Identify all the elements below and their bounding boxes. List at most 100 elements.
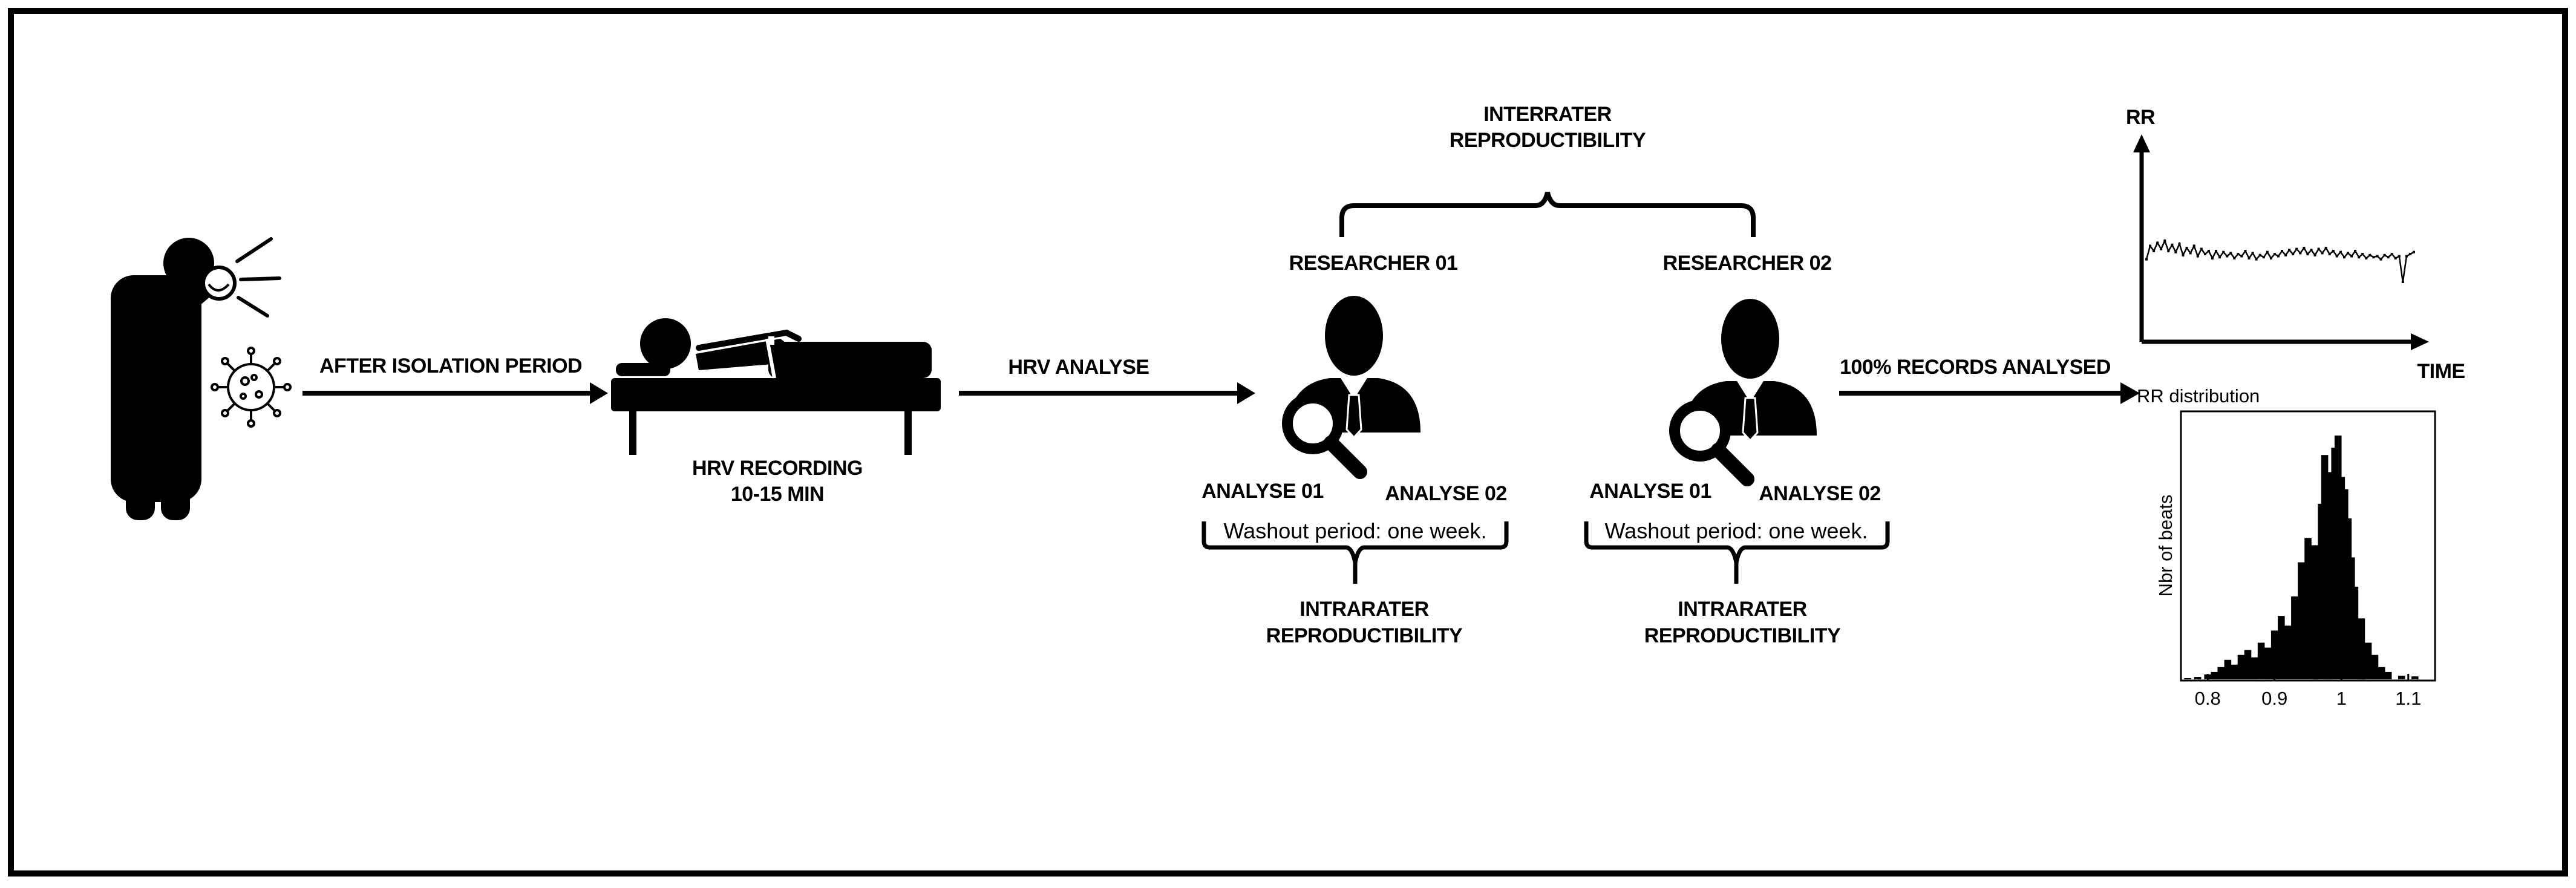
rr-data-point [2332, 250, 2335, 252]
rr-data-point [2229, 252, 2232, 255]
rr-data-point [2398, 255, 2401, 258]
histogram-bar [2211, 671, 2218, 679]
rr-data-point [2361, 253, 2364, 256]
label-r1-intrarater-reproductibility: REPRODUCTIBILITY [1266, 624, 1463, 647]
label-r2-washout: Washout period: one week. [1605, 518, 1868, 543]
rr-data-point [2299, 252, 2302, 255]
histogram-bar [2244, 650, 2252, 679]
rr-data-point [2273, 253, 2276, 256]
rr-data-point [2387, 256, 2390, 259]
rr-data-point [2255, 258, 2258, 261]
rr-data-point [2174, 250, 2177, 253]
sick-person-icon [111, 237, 281, 520]
rr-data-point [2182, 253, 2185, 256]
rr-x-axis-label: TIME [2417, 360, 2465, 383]
rr-data-point [2343, 256, 2346, 259]
magnifier-icon [1669, 400, 1754, 486]
rr-data-point [2284, 253, 2287, 256]
histogram-bar [2364, 642, 2372, 679]
rr-data-point [2266, 250, 2269, 253]
label-hrv-recording: HRV RECORDING [692, 457, 863, 480]
rr-data-point [2207, 250, 2210, 252]
patient-in-bed-icon [611, 318, 941, 455]
rr-data-point [2358, 256, 2361, 259]
rr-data-point [2405, 255, 2408, 258]
rr-y-axis-arrow [2133, 134, 2150, 152]
rr-data-point [2372, 256, 2375, 259]
histogram-bar [2284, 625, 2292, 679]
rr-data-point [2303, 246, 2306, 249]
arrow-to-results [1839, 382, 2140, 404]
rr-data-point [2203, 253, 2206, 256]
label-r1-washout: Washout period: one week. [1224, 518, 1487, 543]
rr-data-point [2218, 256, 2221, 259]
rr-data-point [2368, 253, 2372, 256]
label-r1-analyse-01: ANALYSE 01 [1201, 480, 1324, 503]
histogram-bar [2194, 677, 2202, 679]
rr-data-point [2171, 243, 2174, 246]
rr-data-point [2324, 246, 2327, 249]
histogram-bar [2384, 671, 2392, 679]
histogram-bar [2231, 664, 2238, 679]
outer-frame [8, 8, 2568, 877]
rr-data-point [2156, 241, 2159, 244]
rr-data-point [2379, 258, 2382, 261]
virus-icon [211, 347, 292, 428]
histogram-bar [2311, 545, 2318, 680]
rr-data-point [2281, 250, 2283, 252]
rr-data-point [2178, 243, 2181, 246]
rr-data-point [2192, 244, 2195, 247]
rr-data-point [2262, 256, 2265, 259]
rr-data-point [2313, 253, 2316, 256]
label-interrater-reproductibility: REPRODUCTIBILITY [1450, 129, 1646, 152]
histogram-bar [2184, 678, 2191, 679]
rr-data-point [2149, 244, 2152, 247]
rr-data-point [2196, 255, 2199, 258]
interrater-brace [1339, 191, 1756, 237]
label-hrv-analyse: HRV ANALYSE [1008, 356, 1149, 379]
histogram-bar [2264, 647, 2272, 679]
arrow-to-recording [302, 382, 608, 404]
rr-data-point [2350, 255, 2353, 258]
label-r1-analyse-02: ANALYSE 02 [1385, 482, 1507, 505]
rr-data-point [2376, 255, 2379, 258]
rr-data-point [2211, 256, 2214, 260]
label-r2-intrarater: INTRARATER [1678, 598, 1806, 621]
label-r1-intrarater: INTRARATER [1299, 598, 1428, 621]
rr-data-point [2288, 249, 2291, 252]
rr-data-point [2226, 255, 2229, 258]
rr-data-point [2233, 256, 2236, 260]
histogram-tick-label: 0.9 [2261, 688, 2287, 709]
label-records-analysed: 100% RECORDS ANALYSED [1840, 356, 2111, 379]
rr-data-point [2365, 256, 2368, 260]
rr-data-point [2163, 240, 2166, 242]
histogram-bar [2257, 642, 2265, 679]
rr-data-point [2160, 247, 2163, 250]
histogram-bar [2224, 659, 2232, 679]
histogram-bar [2251, 657, 2258, 679]
histogram-tick-label: 1 [2336, 688, 2347, 709]
histogram-bar [2411, 676, 2419, 679]
rr-data-point [2317, 247, 2320, 250]
histogram-tick-label: 0.8 [2195, 688, 2221, 709]
label-hrv-duration: 10-15 MIN [731, 483, 824, 506]
magnifier-icon [1282, 393, 1367, 479]
rr-data-point [2240, 255, 2243, 258]
rr-data-point [2413, 250, 2415, 253]
rr-data-point [2277, 255, 2280, 258]
rr-data-point [2185, 246, 2188, 249]
label-interrater: INTERRATER [1483, 103, 1612, 126]
label-after-isolation: AFTER ISOLATION PERIOD [319, 354, 582, 377]
rr-data-point [2394, 256, 2397, 260]
histogram-title: RR distribution [2137, 385, 2260, 406]
histogram-bar [2237, 655, 2245, 679]
rr-data-point [2251, 252, 2254, 255]
rr-data-point [2237, 253, 2240, 256]
rr-data-point [2292, 253, 2295, 256]
rr-series-points [2145, 240, 2415, 283]
rr-data-point [2200, 247, 2203, 250]
label-r2-analyse-01: ANALYSE 01 [1589, 480, 1711, 503]
rr-data-point [2189, 252, 2192, 255]
rr-data-point [2306, 253, 2309, 256]
